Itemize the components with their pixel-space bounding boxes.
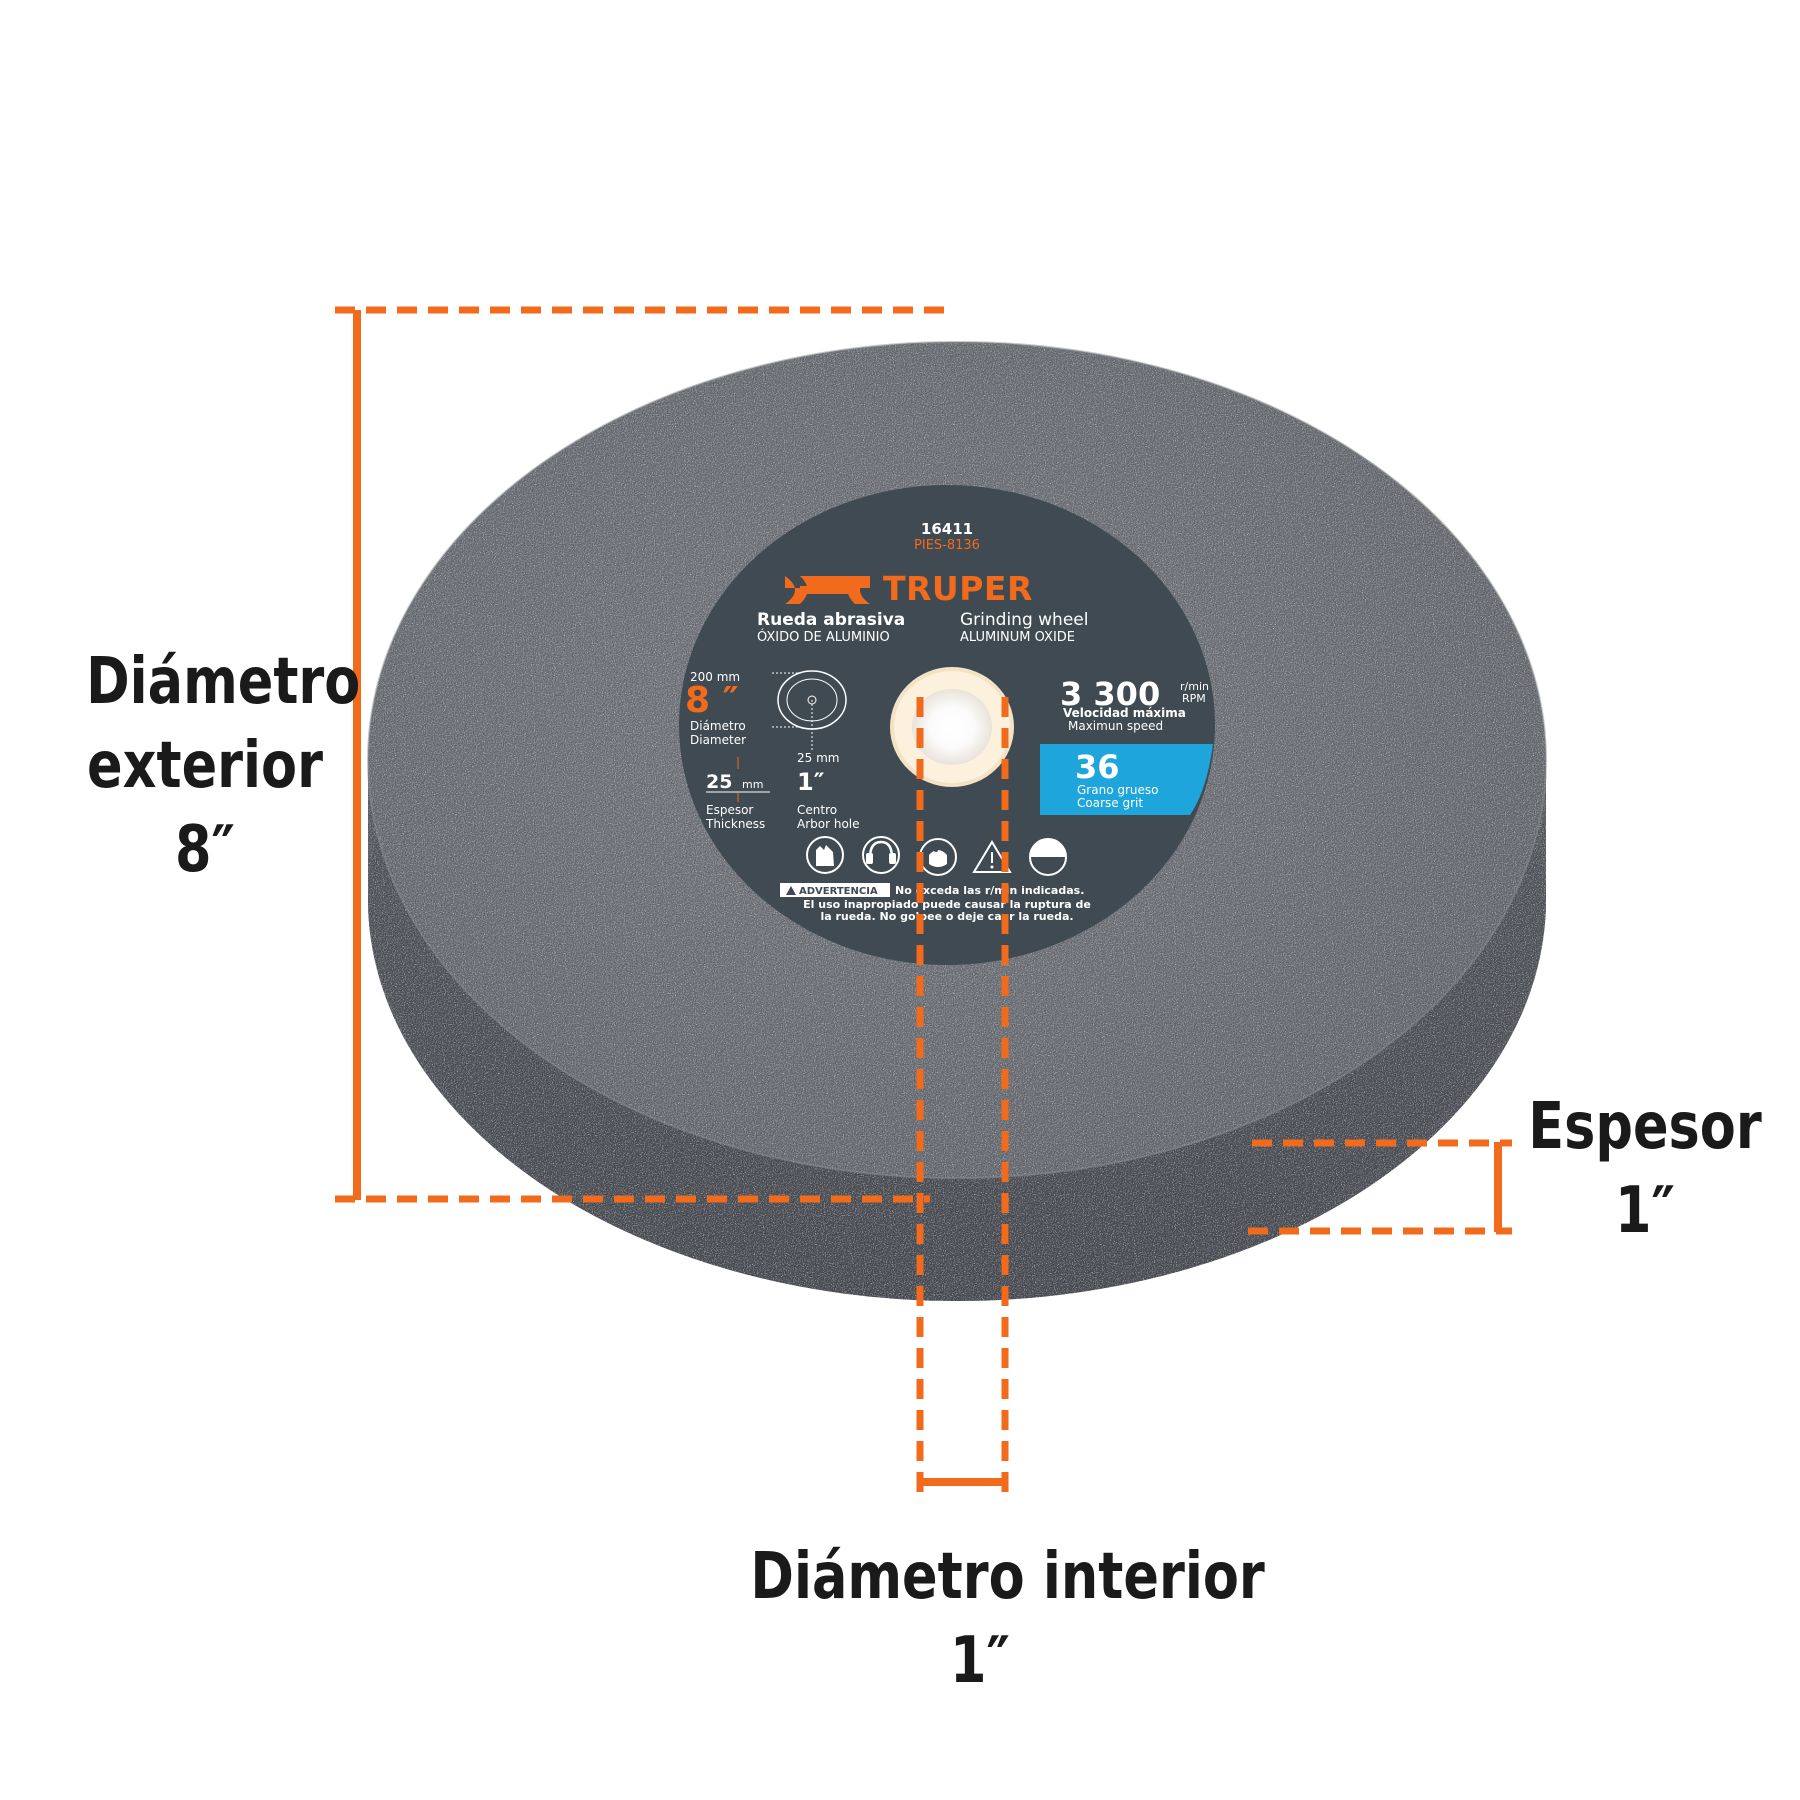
inner-diameter-label: Diámetro interior 1″ bbox=[750, 1535, 1265, 1703]
label-title-en: Grinding wheel bbox=[960, 610, 1088, 630]
outer-diameter-label: Diámetro exterior 8″ bbox=[86, 640, 361, 892]
thickness-title: Espesor bbox=[1528, 1090, 1762, 1164]
label-diameter-es: Diámetro bbox=[690, 719, 746, 733]
truper-logo: TRUPER bbox=[785, 569, 1033, 608]
outer-diameter-value: 8″ bbox=[175, 813, 235, 887]
label-thickness-es: Espesor bbox=[706, 803, 753, 817]
wheel-rim-highlight bbox=[367, 341, 1547, 1179]
label-material-en: ALUMINUM OXIDE bbox=[960, 630, 1075, 645]
label-thickness-en: Thickness bbox=[705, 817, 765, 831]
inner-diameter-value: 1″ bbox=[950, 1624, 1010, 1698]
dimension-lines bbox=[335, 306, 1512, 1500]
label-grit-value: 36 bbox=[1075, 748, 1120, 786]
label-speed-unit-top: r/min bbox=[1180, 680, 1209, 693]
label-title-es: Rueda abrasiva bbox=[757, 610, 905, 630]
label-speed-es: Velocidad máxima bbox=[1063, 706, 1186, 720]
label-thickness-mm: 25 bbox=[706, 771, 732, 793]
outer-diameter-title-1: Diámetro bbox=[86, 645, 361, 719]
label-grit-es: Grano grueso bbox=[1077, 783, 1158, 797]
label-diameter-mm: 200 mm bbox=[690, 670, 740, 684]
thickness-value: 1″ bbox=[1615, 1174, 1675, 1248]
label-grit-en: Coarse grit bbox=[1077, 796, 1143, 810]
label-speed-en: Maximun speed bbox=[1068, 719, 1163, 733]
label-warning-line2: El uso inapropiado puede causar la ruptu… bbox=[803, 898, 1091, 911]
outer-diameter-title-2: exterior bbox=[87, 729, 323, 803]
label-brand: TRUPER bbox=[883, 569, 1033, 608]
thickness-label: Espesor 1″ bbox=[1526, 1085, 1764, 1253]
ear-protection-icon bbox=[862, 836, 900, 874]
label-arbor-es: Centro bbox=[797, 803, 837, 817]
label-arbor-in: 1″ bbox=[797, 768, 825, 796]
label-warning-badge: ADVERTENCIA bbox=[799, 886, 878, 897]
label-arbor-en: Arbor hole bbox=[797, 817, 860, 831]
grit-badge bbox=[1040, 744, 1213, 815]
label-arbor-mm: 25 mm bbox=[797, 751, 839, 765]
warning-badge: ADVERTENCIA bbox=[780, 883, 890, 897]
arbor-hole bbox=[890, 667, 1014, 787]
wheel-guard-icon bbox=[1029, 838, 1067, 876]
label-warning-line1: No exceda las r/min indicadas. bbox=[895, 884, 1084, 897]
label-speed-unit-bottom: RPM bbox=[1182, 692, 1206, 705]
label-diameter-en: Diameter bbox=[690, 733, 746, 747]
gloves-icon bbox=[806, 836, 844, 874]
label-warning-line3: la rueda. No golpee o deje caer la rueda… bbox=[820, 910, 1073, 923]
label-diameter-in: 8 ″ bbox=[685, 680, 739, 721]
inner-diameter-title: Diámetro interior bbox=[750, 1540, 1265, 1614]
diameter-diagram-icon bbox=[772, 670, 847, 750]
label-model: 16411 bbox=[921, 520, 973, 538]
label-code: PIES-8136 bbox=[914, 538, 980, 553]
truper-logo-mark bbox=[785, 576, 870, 604]
label-thickness-unit: mm bbox=[742, 778, 763, 791]
hazard-warning-icon bbox=[972, 840, 1012, 873]
label-material-es: ÓXIDO DE ALUMINIO bbox=[757, 629, 890, 645]
label-speed-value: 3 300 bbox=[1060, 675, 1160, 713]
wheel-label: 16411 PIES-8136 TRUPER Rueda abrasiva Gr… bbox=[679, 485, 1215, 965]
